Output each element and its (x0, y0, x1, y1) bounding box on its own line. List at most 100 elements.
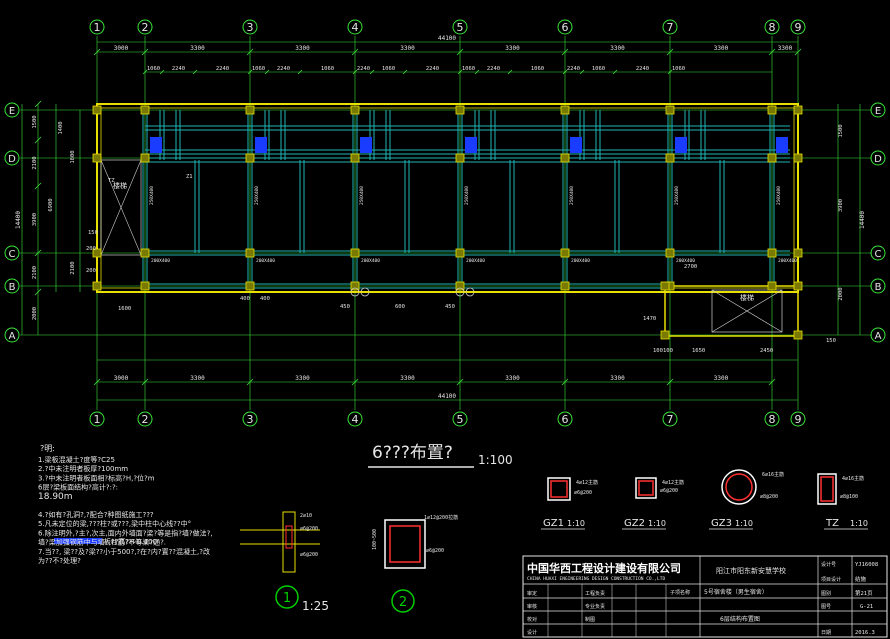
dim-value: 3300 (714, 375, 729, 382)
grid-label-top: 2 (142, 21, 149, 34)
grid-bubble-left (4, 278, 20, 294)
dim-value: 3300 (610, 45, 625, 52)
dim-tick (612, 69, 618, 75)
dim-tick (246, 378, 254, 386)
dim-sub-value: 2240 (426, 66, 439, 72)
detail-name: GZ1 (543, 518, 564, 529)
column (455, 281, 465, 291)
misc-dim: 450 (445, 304, 455, 310)
legend-text: 板??高?H-0.400 (104, 537, 157, 546)
project-name: 阳江市阳东新安慧学校 (716, 566, 786, 575)
dim-tick (402, 69, 408, 75)
dim-right-total: 14400 (859, 211, 866, 229)
dim-sub-value: 1060 (382, 66, 395, 72)
dim-tick (768, 378, 776, 386)
grid-label-top: 5 (457, 21, 464, 34)
slab-fill-blue (570, 137, 582, 153)
slab-fill-blue (465, 137, 477, 153)
beam-label: 250X400 (776, 186, 782, 205)
company-english: CHINA HUAXI ENGINEERING DESIGN CONSTRUCT… (527, 576, 665, 582)
detail-bar: 6∅16主筋 (762, 471, 784, 478)
grid-bubble-top (790, 19, 806, 35)
drawing-title: 6???布置? (372, 443, 453, 463)
dim-tick (369, 69, 375, 75)
grid-label-bottom: 9 (795, 413, 802, 426)
column-label: 200X400 (151, 258, 170, 264)
grid-label-left: E (9, 106, 15, 117)
column (92, 105, 102, 115)
titleblock-value: 第21页 (855, 589, 873, 597)
misc-dim: 400 (260, 296, 270, 302)
grid-bubble-bottom (557, 411, 573, 427)
dim-tick (34, 100, 42, 108)
dim-sub-value: 2240 (357, 66, 370, 72)
dim-tick (34, 182, 42, 190)
grid-label-top: 7 (667, 21, 674, 34)
dim-tick (351, 48, 359, 56)
stair-cross (100, 159, 142, 256)
drawing-scale: 1:100 (478, 453, 513, 467)
column-label: 200X400 (571, 258, 590, 264)
dim-total-bottom: 44100 (438, 393, 456, 400)
column (350, 105, 360, 115)
dim-tick (141, 378, 149, 386)
dim-value: 3000 (114, 45, 129, 52)
titleblock-label: 校对 (527, 616, 537, 623)
dim-sub-value: 1060 (147, 66, 160, 72)
column (140, 248, 150, 258)
sub-project: 5号宿舍楼（男生宿舍） (704, 588, 768, 596)
dim-left-inner: 1400 (58, 121, 64, 134)
column (665, 105, 675, 115)
misc-dim: 1470 (643, 316, 656, 322)
dim-tick (579, 69, 585, 75)
titleblock-label: 图号 (821, 604, 831, 610)
grid-label-bottom: 1 (94, 413, 101, 426)
dim-sub-value: 2240 (567, 66, 580, 72)
titleblock-label: 项目设计 (821, 576, 841, 583)
section2-num: 2 (399, 595, 407, 610)
misc-dim: 600 (395, 304, 405, 310)
titleblock-value: 结施 (855, 575, 867, 583)
note-item: 2.?中未注明者板厚?100mm (38, 464, 128, 473)
grid-label-right: E (875, 106, 881, 117)
grid-bubble-top (242, 19, 258, 35)
section2-bubble (391, 589, 415, 613)
slab-fill-blue (675, 137, 687, 153)
note-item: 墙?梁加强钢筋中与墙?,柱筋?不等梁?通?. (38, 538, 166, 547)
misc-dim: TZ (108, 178, 115, 184)
detail-bar: 4∅12主筋 (662, 479, 684, 486)
dim-sub-value: 1060 (592, 66, 605, 72)
plan-labels: 楼梯楼梯250X400200X400250X400200X400250X4002… (86, 174, 836, 354)
note-item: 1.梁板混凝土?度等?C25 (38, 455, 115, 464)
misc-dim: 2450 (760, 348, 773, 354)
note-item: 4.?如有?孔洞?,?配合?种图纸施工??? (38, 510, 154, 519)
section2-h: 100~500 (372, 529, 378, 550)
dim-tick (192, 69, 198, 75)
stair-label-left: 楼梯 (113, 181, 127, 190)
grid-label-bottom: 2 (142, 413, 149, 426)
grid-bubble-bottom (89, 411, 105, 427)
detail-outline (721, 469, 757, 505)
grid-label-top: 4 (352, 21, 359, 34)
column (767, 153, 777, 163)
dim-right-value: 3900 (838, 199, 844, 212)
misc-dim: 1650 (692, 348, 705, 354)
grid-bubble-top (137, 19, 153, 35)
dim-tick (562, 69, 568, 75)
grid-label-left: A (9, 331, 16, 342)
detail-stirrup-label: ∅6@200 (660, 488, 678, 494)
titleblock-border (522, 555, 888, 638)
dim-tick (247, 69, 253, 75)
grid-bubble-right (870, 278, 886, 294)
dim-left-value: 2100 (32, 266, 38, 279)
dim-sub-value: 2240 (172, 66, 185, 72)
dim-value: 3300 (400, 45, 415, 52)
stair-label-right: 楼梯 (740, 293, 754, 302)
grid-label-top: 6 (562, 21, 569, 34)
dim-value: 3300 (190, 45, 205, 52)
detail-stirrup (725, 473, 753, 501)
grid-bubble-bottom (137, 411, 153, 427)
misc-dim: 450 (340, 304, 350, 310)
dim-tick (352, 69, 358, 75)
